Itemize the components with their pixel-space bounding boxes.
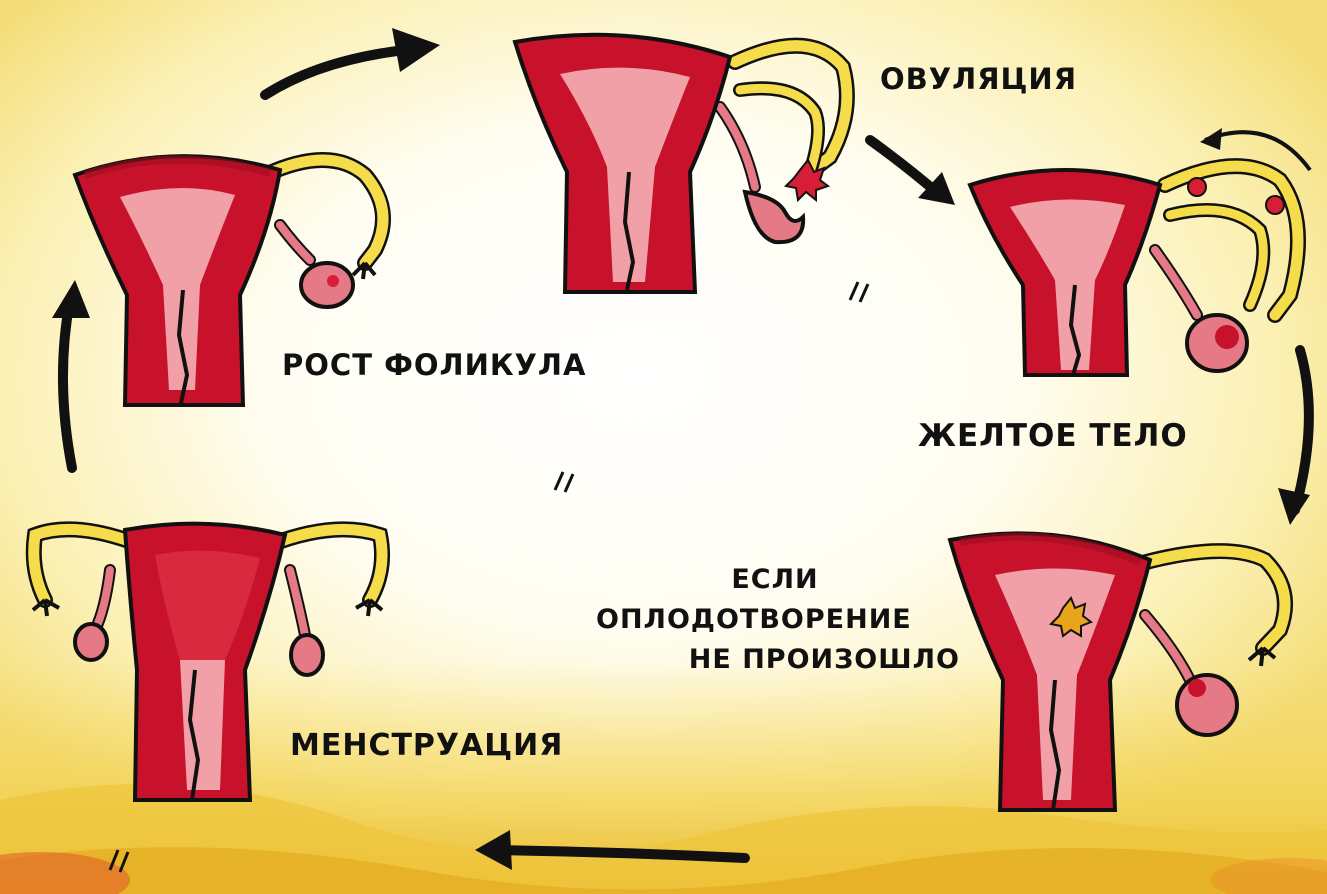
label-no-fertilization: ЕСЛИ ОПЛОДОТВОРЕНИЕ НЕ ПРОИЗОШЛО bbox=[590, 560, 960, 680]
label-no-fertilization-line2: ОПЛОДОТВОРЕНИЕ bbox=[590, 600, 960, 640]
label-no-fertilization-line3: НЕ ПРОИЗОШЛО bbox=[590, 640, 960, 680]
egg-icon bbox=[1188, 679, 1206, 697]
ovary-icon bbox=[75, 624, 107, 660]
uterus-no-fertilization bbox=[945, 520, 1315, 820]
egg-icon bbox=[327, 275, 339, 287]
egg-icon bbox=[1188, 178, 1206, 196]
uterus-ovulation bbox=[505, 22, 865, 312]
ovary-icon bbox=[745, 192, 803, 242]
uterus-menstruation bbox=[15, 510, 405, 810]
label-no-fertilization-line1: ЕСЛИ bbox=[590, 560, 960, 600]
label-menstruation: МЕНСТРУАЦИЯ bbox=[290, 728, 563, 763]
uterus-corpus-luteum bbox=[965, 145, 1325, 390]
ovary-icon bbox=[301, 263, 353, 307]
ovary-icon bbox=[291, 635, 323, 675]
label-follicle-growth: РОСТ ФОЛИКУЛА bbox=[282, 348, 586, 382]
egg-icon bbox=[1266, 196, 1284, 214]
label-ovulation: ОВУЛЯЦИЯ bbox=[880, 62, 1077, 96]
ovary-icon bbox=[1177, 675, 1237, 735]
label-corpus-luteum: ЖЕЛТОЕ ТЕЛО bbox=[918, 418, 1188, 454]
